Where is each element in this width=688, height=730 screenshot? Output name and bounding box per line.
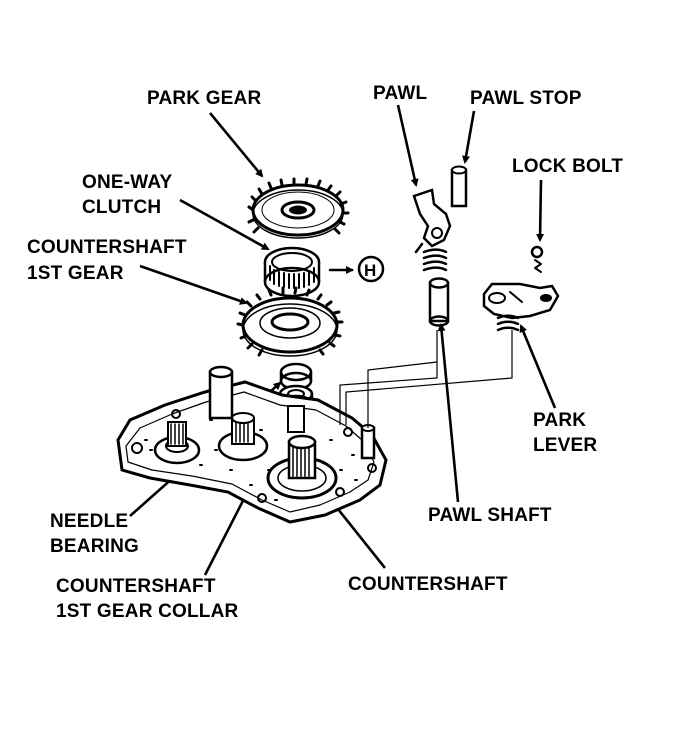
pawl-shaft-stub [360, 424, 376, 460]
label-park-gear: PARK GEAR [147, 88, 261, 109]
label-pawl-shaft: PAWL SHAFT [428, 505, 552, 526]
label-needle-bearing-1: NEEDLE [50, 511, 128, 532]
park-gear [247, 177, 350, 239]
label-one-way-clutch-1: ONE-WAY [82, 172, 173, 193]
leader-pawl-shaft [437, 323, 460, 503]
pawl [412, 188, 452, 272]
leader-pawl-stop [462, 110, 476, 164]
label-lock-bolt: LOCK BOLT [512, 156, 623, 177]
label-park-lever-2: LEVER [533, 435, 597, 456]
orientation-symbol: H [328, 255, 385, 283]
leader-countershaft-1st-gear [139, 264, 248, 305]
label-countershaft-1st-gear-1: COUNTERSHAFT [27, 237, 187, 258]
label-collar-1: COUNTERSHAFT [56, 576, 216, 597]
label-one-way-clutch-2: CLUTCH [82, 197, 161, 218]
label-countershaft: COUNTERSHAFT [348, 574, 508, 595]
pawl-shaft [428, 277, 450, 327]
mainshaft-hub [153, 421, 201, 465]
pawl-stop [450, 165, 468, 208]
leader-park-gear [208, 112, 264, 178]
lock-bolt [530, 245, 544, 273]
countershaft-1st-gear [236, 286, 344, 357]
center-hub [217, 412, 269, 462]
park-lever [482, 282, 560, 332]
assembly-guide-lines [339, 330, 513, 428]
countershaft-upper-stub [287, 405, 305, 433]
label-pawl: PAWL [373, 83, 427, 104]
orientation-symbol-text: H [364, 261, 376, 280]
countershaft [266, 434, 338, 500]
label-needle-bearing-2: BEARING [50, 536, 139, 557]
leader-park-lever [519, 324, 557, 409]
oil-pipe [208, 365, 234, 420]
leader-lock-bolt [536, 179, 545, 242]
label-collar-2: 1ST GEAR COLLAR [56, 601, 239, 622]
leader-pawl [396, 104, 419, 187]
one-way-clutch [263, 246, 321, 298]
label-pawl-stop: PAWL STOP [470, 88, 582, 109]
label-park-lever-1: PARK [533, 410, 586, 431]
leader-one-way-clutch [179, 198, 270, 251]
label-countershaft-1st-gear-2: 1ST GEAR [27, 263, 124, 284]
